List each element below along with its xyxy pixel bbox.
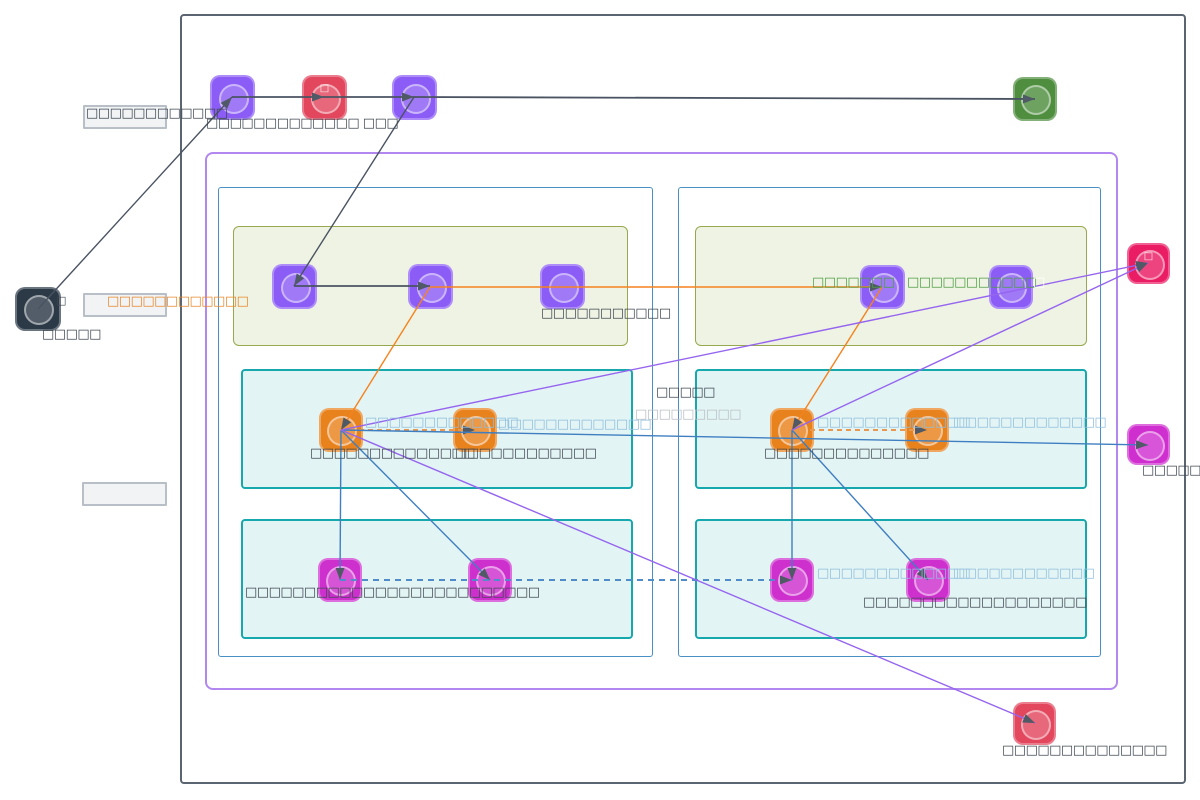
lab-green-2: □□□□□□□□□□□ — [907, 275, 1037, 290]
node-user-dark-circle-icon — [24, 295, 54, 325]
node-top-green — [1013, 77, 1057, 121]
node-top-green-circle-icon — [1021, 85, 1051, 115]
node-orange-1-circle-icon — [327, 416, 357, 446]
lab-blue-r2: □□□□□□□□□□□□□ — [953, 415, 1107, 430]
node-top-red: □ — [302, 75, 347, 120]
lab-magenta-long: □□□□□□□□□□□□□□□□□□□□□□□□□ — [245, 585, 540, 600]
lab-blue-br1: □□□□□□□□□□□□□ — [817, 566, 971, 581]
node-right-magenta — [1127, 424, 1170, 465]
node-right-pink: □ — [1127, 243, 1170, 284]
node-purple-c-circle-icon — [548, 272, 579, 303]
node-bottom-red — [1013, 702, 1056, 745]
node-purple-b — [408, 264, 453, 309]
lab-top-node: □□□□□□□□□□□□□ □□□ — [206, 116, 399, 131]
lab-gap-2: □□□□□□□□□ — [635, 407, 742, 422]
node-right-pink-glyph-icon: □ — [1143, 251, 1154, 262]
node-top-purple-2 — [392, 75, 437, 120]
lab-right-magenta: □□□□□□□□□ — [1142, 463, 1200, 478]
node-purple-c — [540, 264, 585, 309]
lab-magenta-4: □□□□□□□□□□□□□□□□□□□ — [863, 595, 1087, 610]
node-orange-3-circle-icon — [778, 416, 808, 446]
node-magenta-3 — [770, 558, 814, 602]
lab-user-mini: □ — [56, 294, 66, 307]
lab-blue-br2: □□□□□□□□□□□□ — [953, 566, 1095, 581]
node-bottom-red-circle-icon — [1020, 709, 1051, 740]
lab-blue-l2: □□□□□□□□□□□□□ — [498, 417, 652, 432]
lab-legend-2: □□□□□□□□□□□□ — [107, 294, 249, 309]
lab-orange-3: □□□□□□□□□□□□□□ — [764, 446, 929, 461]
node-right-magenta-circle-icon — [1134, 430, 1165, 461]
lab-orange-1: □□□□□□□□□□□□□□ — [310, 446, 475, 461]
lab-legend-1: □□□□□□□□□□□□ — [86, 106, 228, 121]
lab-green-1: □□□□□□□ — [812, 275, 895, 290]
lab-purple-c: □□□□□□□□□□□ — [541, 306, 671, 321]
node-purple-b-circle-icon — [416, 272, 447, 303]
legend-box-3 — [82, 482, 167, 506]
node-user-dark — [15, 287, 61, 331]
node-top-purple-2-circle-icon — [400, 83, 431, 114]
lab-gap-1: □□□□□ — [656, 385, 715, 400]
lab-bottom-red: □□□□□□□□□□□□□□ — [1002, 743, 1167, 758]
lab-orange-2: □□□□□□□□□□□□ — [455, 446, 597, 461]
subnet-left-bottom — [241, 519, 633, 639]
lab-blue-r1: □□□□□□□□□□□□□ — [817, 415, 971, 430]
node-purple-a-circle-icon — [280, 272, 311, 303]
lab-white-1: □ — [1033, 275, 1045, 290]
node-magenta-3-circle-icon — [778, 566, 808, 596]
lab-blue-l1: □□□□□□□□□□□□□ — [365, 415, 519, 430]
lab-user: □□□□□ — [42, 327, 101, 342]
node-purple-a — [272, 264, 317, 309]
node-top-red-glyph-icon: □ — [319, 83, 330, 94]
